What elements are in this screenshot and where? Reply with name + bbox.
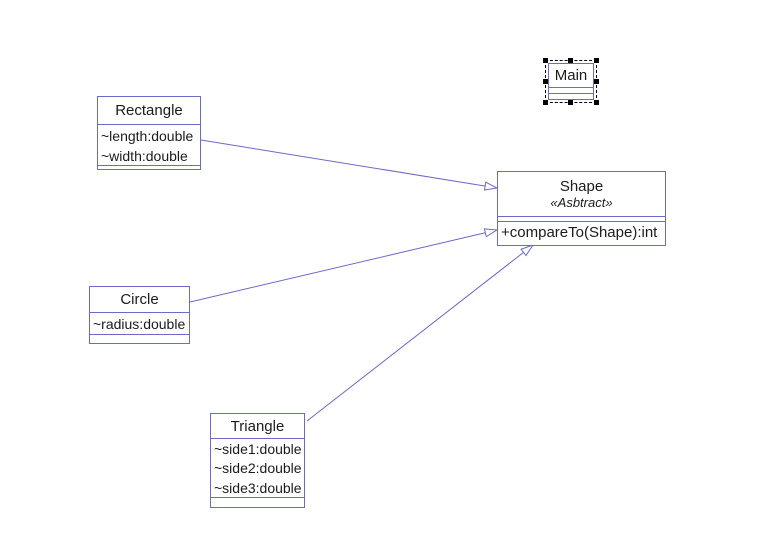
class-stereotype: «Asbtract» bbox=[550, 195, 613, 210]
generalization-arrow-rectangle-shape[interactable] bbox=[200, 139, 499, 191]
resize-handle-s[interactable] bbox=[568, 100, 573, 105]
attributes-compartment bbox=[498, 217, 665, 222]
attribute: ~width:double bbox=[101, 148, 188, 164]
resize-handle-n[interactable] bbox=[568, 58, 573, 63]
attribute: ~side2:double bbox=[214, 460, 302, 477]
methods-compartment bbox=[90, 335, 189, 343]
class-box-shape[interactable]: Shape «Asbtract» +compareTo(Shape):int bbox=[497, 171, 666, 246]
generalization-arrow-triangle-shape[interactable] bbox=[306, 244, 535, 422]
class-box-circle[interactable]: Circle ~radius:double bbox=[89, 286, 190, 344]
attribute: ~side1:double bbox=[214, 441, 302, 457]
methods-compartment: +compareTo(Shape):int bbox=[498, 222, 665, 245]
resize-handle-ne[interactable] bbox=[594, 58, 599, 63]
attributes-compartment bbox=[549, 88, 593, 94]
methods-compartment bbox=[98, 166, 200, 169]
class-title: Main bbox=[549, 64, 593, 88]
method: +compareTo(Shape):int bbox=[501, 224, 658, 241]
attribute: ~radius:double bbox=[93, 316, 186, 332]
class-title: Triangle bbox=[211, 414, 304, 439]
resize-handle-e[interactable] bbox=[594, 79, 599, 84]
class-box-triangle[interactable]: Triangle ~side1:double ~side2:double ~si… bbox=[210, 413, 305, 508]
attribute: ~length:double bbox=[101, 128, 194, 144]
class-box-rectangle[interactable]: Rectangle ~length:double ~width:double bbox=[97, 96, 201, 170]
class-title: Rectangle bbox=[98, 97, 200, 125]
attributes-compartment: ~length:double ~width:double bbox=[98, 125, 200, 166]
resize-handle-se[interactable] bbox=[594, 100, 599, 105]
resize-handle-w[interactable] bbox=[543, 79, 548, 84]
class-name: Shape bbox=[559, 178, 604, 195]
class-title: Shape «Asbtract» bbox=[498, 172, 665, 217]
methods-compartment bbox=[211, 498, 304, 507]
class-title: Circle bbox=[90, 287, 189, 313]
resize-handle-nw[interactable] bbox=[543, 58, 548, 63]
attributes-compartment: ~radius:double bbox=[90, 313, 189, 335]
attribute: ~side3:double bbox=[214, 479, 302, 496]
class-box-main[interactable]: Main bbox=[548, 63, 594, 100]
resize-handle-sw[interactable] bbox=[543, 100, 548, 105]
attributes-compartment: ~side1:double ~side2:double ~side3:doubl… bbox=[211, 439, 304, 498]
selection-frame bbox=[545, 60, 597, 103]
generalization-arrow-circle-shape[interactable] bbox=[189, 228, 499, 303]
